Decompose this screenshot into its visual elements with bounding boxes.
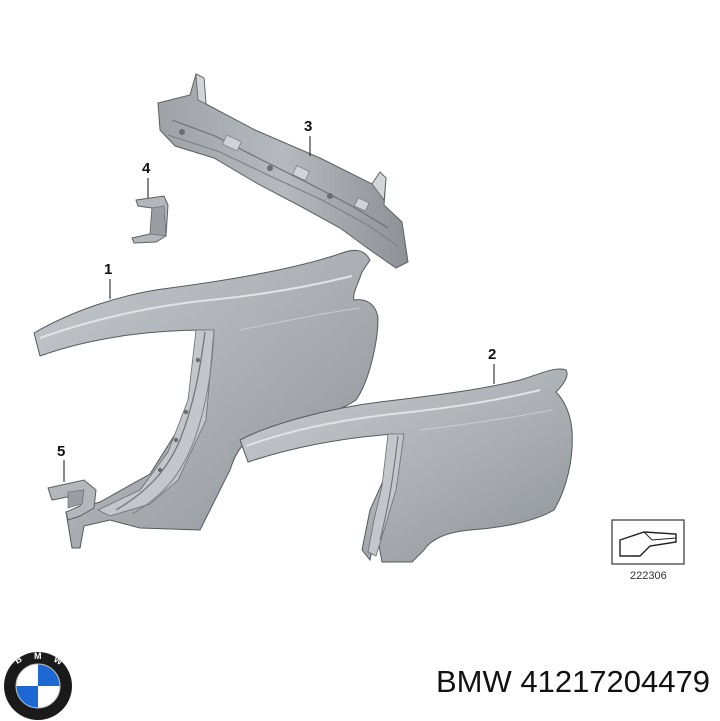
part-3-rear-panel[interactable] xyxy=(157,73,409,269)
svg-text:M: M xyxy=(34,651,42,661)
part-number: 41217204479 xyxy=(520,664,710,699)
callout-2-label: 2 xyxy=(488,346,496,363)
brand-name: BMW xyxy=(435,664,512,699)
bmw-logo: B M W xyxy=(4,651,72,720)
part-2-side-panel[interactable] xyxy=(239,368,573,563)
callout-5-label: 5 xyxy=(57,443,65,460)
reference-icon-box: 222306 xyxy=(611,519,685,582)
part-1-side-panel[interactable] xyxy=(33,249,379,549)
callout-4-label: 4 xyxy=(142,160,151,177)
panel-shape-icon xyxy=(619,531,677,557)
callout-3-label: 3 xyxy=(304,118,312,135)
part-4-bracket[interactable] xyxy=(131,195,169,244)
part-title: BMW 41217204479 xyxy=(436,664,710,700)
callout-1-label: 1 xyxy=(104,261,112,278)
svg-text:B: B xyxy=(13,654,24,666)
part-5-bracket[interactable] xyxy=(47,479,97,521)
reference-number: 222306 xyxy=(630,570,667,582)
